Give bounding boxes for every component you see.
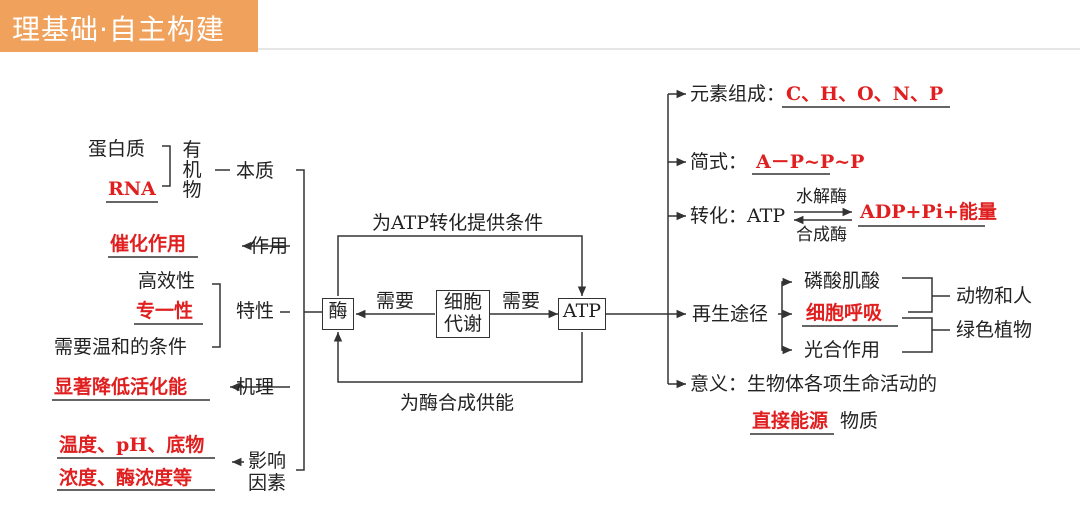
factors-answer-line2: 浓度、酶浓度等 <box>59 467 193 489</box>
organic-bracket <box>162 145 171 187</box>
conversion-label: 转化：ATP <box>690 205 786 227</box>
significance-answer: 直接能源 <box>752 410 829 432</box>
conversion-top-enzyme: 水解酶 <box>796 187 847 207</box>
enzyme-label: 酶 <box>328 300 348 322</box>
mechanism-answer: 显著降低活化能 <box>54 376 188 398</box>
plant-bracket <box>902 317 933 353</box>
regen-source-2: 细胞呼吸 <box>806 302 883 324</box>
top-edge-label: 为ATP转化提供条件 <box>372 212 544 234</box>
property-item-1: 高效性 <box>138 270 196 292</box>
metabolism-box: 细胞代谢 <box>436 290 490 338</box>
property-bracket <box>212 283 221 348</box>
enzyme-box: 酶 <box>322 298 354 330</box>
essence-label: 本质 <box>236 160 275 182</box>
regeneration-label: 再生途径 <box>692 303 769 325</box>
animal-bracket <box>902 277 933 313</box>
left-main-bracket <box>296 169 305 471</box>
regen-plants: 绿色植物 <box>956 319 1033 341</box>
need-left-label: 需要 <box>376 290 415 312</box>
bottom-edge-loop <box>333 332 583 383</box>
formula-label: 简式： <box>690 151 748 173</box>
factors-answer-line1: 温度、pH、底物 <box>59 434 205 456</box>
header-title: 理基础·自主构建 <box>12 13 225 46</box>
formula-answer: A－P~P~P <box>756 151 865 173</box>
factors-label: 影响因素 <box>248 450 287 494</box>
conversion-bottom-enzyme: 合成酶 <box>796 225 847 245</box>
function-answer: 催化作用 <box>110 233 187 255</box>
mechanism-label: 机理 <box>236 376 275 398</box>
atp-box: ATP <box>558 298 606 330</box>
protein-label: 蛋白质 <box>88 138 146 160</box>
top-edge-loop <box>337 235 587 296</box>
property-label: 特性 <box>236 300 275 322</box>
property-item-2: 专一性 <box>136 300 194 322</box>
regen-source-3: 光合作用 <box>804 339 881 361</box>
property-item-3: 需要温和的条件 <box>54 336 188 358</box>
header-divider <box>258 48 1080 50</box>
atp-label: ATP <box>562 300 602 322</box>
bottom-edge-label: 为酶合成供能 <box>400 392 515 414</box>
header-bar: 理基础·自主构建 <box>0 0 258 52</box>
conversion-answer: ADP+Pi+能量 <box>860 201 997 223</box>
significance-suffix: 物质 <box>840 410 879 432</box>
metabolism-label: 细胞代谢 <box>443 291 482 335</box>
need-right-label: 需要 <box>502 290 541 312</box>
elements-label: 元素组成： <box>690 83 786 105</box>
elements-answer: C、H、O、N、P <box>786 83 944 105</box>
function-label: 作用 <box>250 235 289 257</box>
rna-answer: RNA <box>108 178 156 200</box>
regen-source-1: 磷酸肌酸 <box>804 270 881 292</box>
significance-label: 意义：生物体各项生命活动的 <box>690 373 938 395</box>
organic-label: 有机物 <box>182 139 202 201</box>
regen-animals: 动物和人 <box>956 285 1033 307</box>
regen-bracket <box>781 281 790 351</box>
